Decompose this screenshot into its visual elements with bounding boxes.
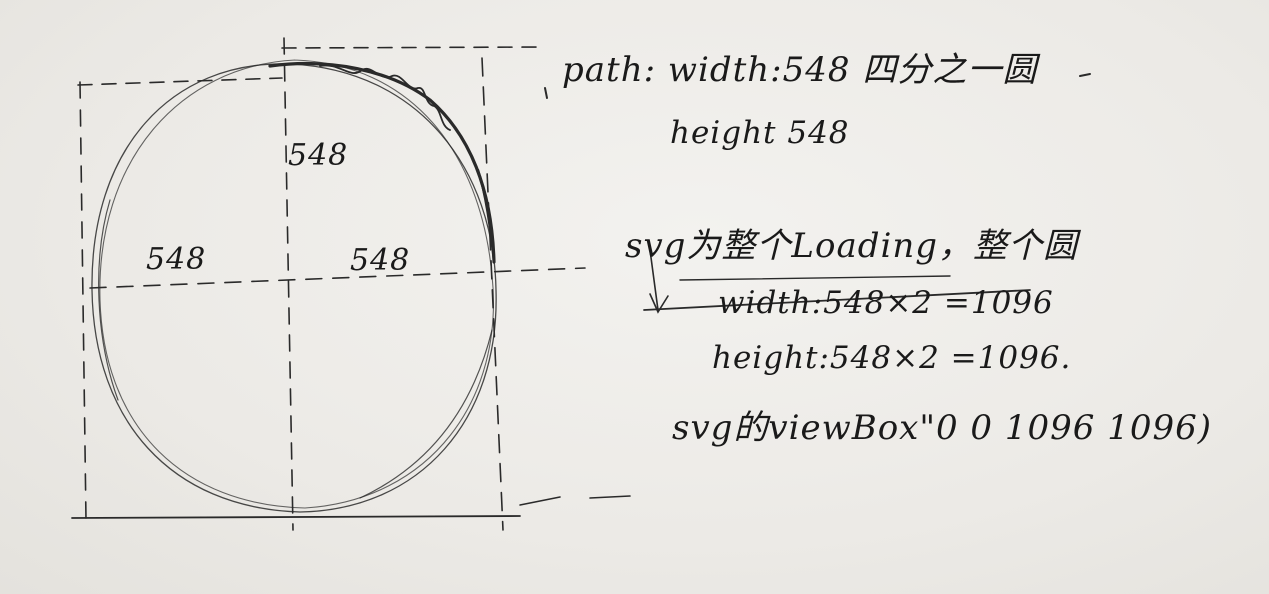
circle-outline-c bbox=[98, 199, 119, 401]
quarter-arc-scribble bbox=[319, 64, 451, 131]
dashed-left-top-line bbox=[77, 77, 283, 86]
bottom-line-tail bbox=[519, 495, 631, 506]
dashed-top-line bbox=[281, 46, 546, 49]
circle-outline-d bbox=[359, 329, 493, 499]
circle-outline-a bbox=[91, 63, 497, 513]
arrow-head bbox=[649, 293, 669, 314]
dashed-horizontal-center-line bbox=[89, 267, 586, 289]
svg-underline bbox=[643, 289, 1031, 311]
arrow-stroke bbox=[649, 249, 659, 311]
dashed-vertical-center-line bbox=[283, 37, 294, 531]
note-svg-loading: svg为整个Loading，整个圆 bbox=[625, 226, 1079, 266]
loading-underline bbox=[679, 275, 951, 281]
note-tick bbox=[1079, 73, 1091, 77]
note-path-width: path: width:548 四分之一圆 bbox=[562, 50, 1038, 90]
label-548-left: 548 bbox=[146, 242, 207, 277]
note-svg-width: width:548×2 =1096 bbox=[718, 285, 1054, 321]
note-path-height: height 548 bbox=[670, 115, 850, 151]
note-tick-left bbox=[544, 87, 548, 99]
dashed-right-line bbox=[481, 57, 504, 531]
bottom-line bbox=[71, 515, 521, 519]
note-svg-viewbox: svg的viewBox"0 0 1096 1096) bbox=[672, 408, 1213, 448]
quarter-arc-edge bbox=[476, 168, 496, 264]
circle-outline-b bbox=[99, 59, 494, 509]
dashed-left-line bbox=[79, 81, 87, 521]
label-548-top: 548 bbox=[288, 138, 349, 173]
label-548-right: 548 bbox=[350, 243, 411, 278]
note-svg-height: height:548×2 =1096. bbox=[712, 340, 1072, 376]
